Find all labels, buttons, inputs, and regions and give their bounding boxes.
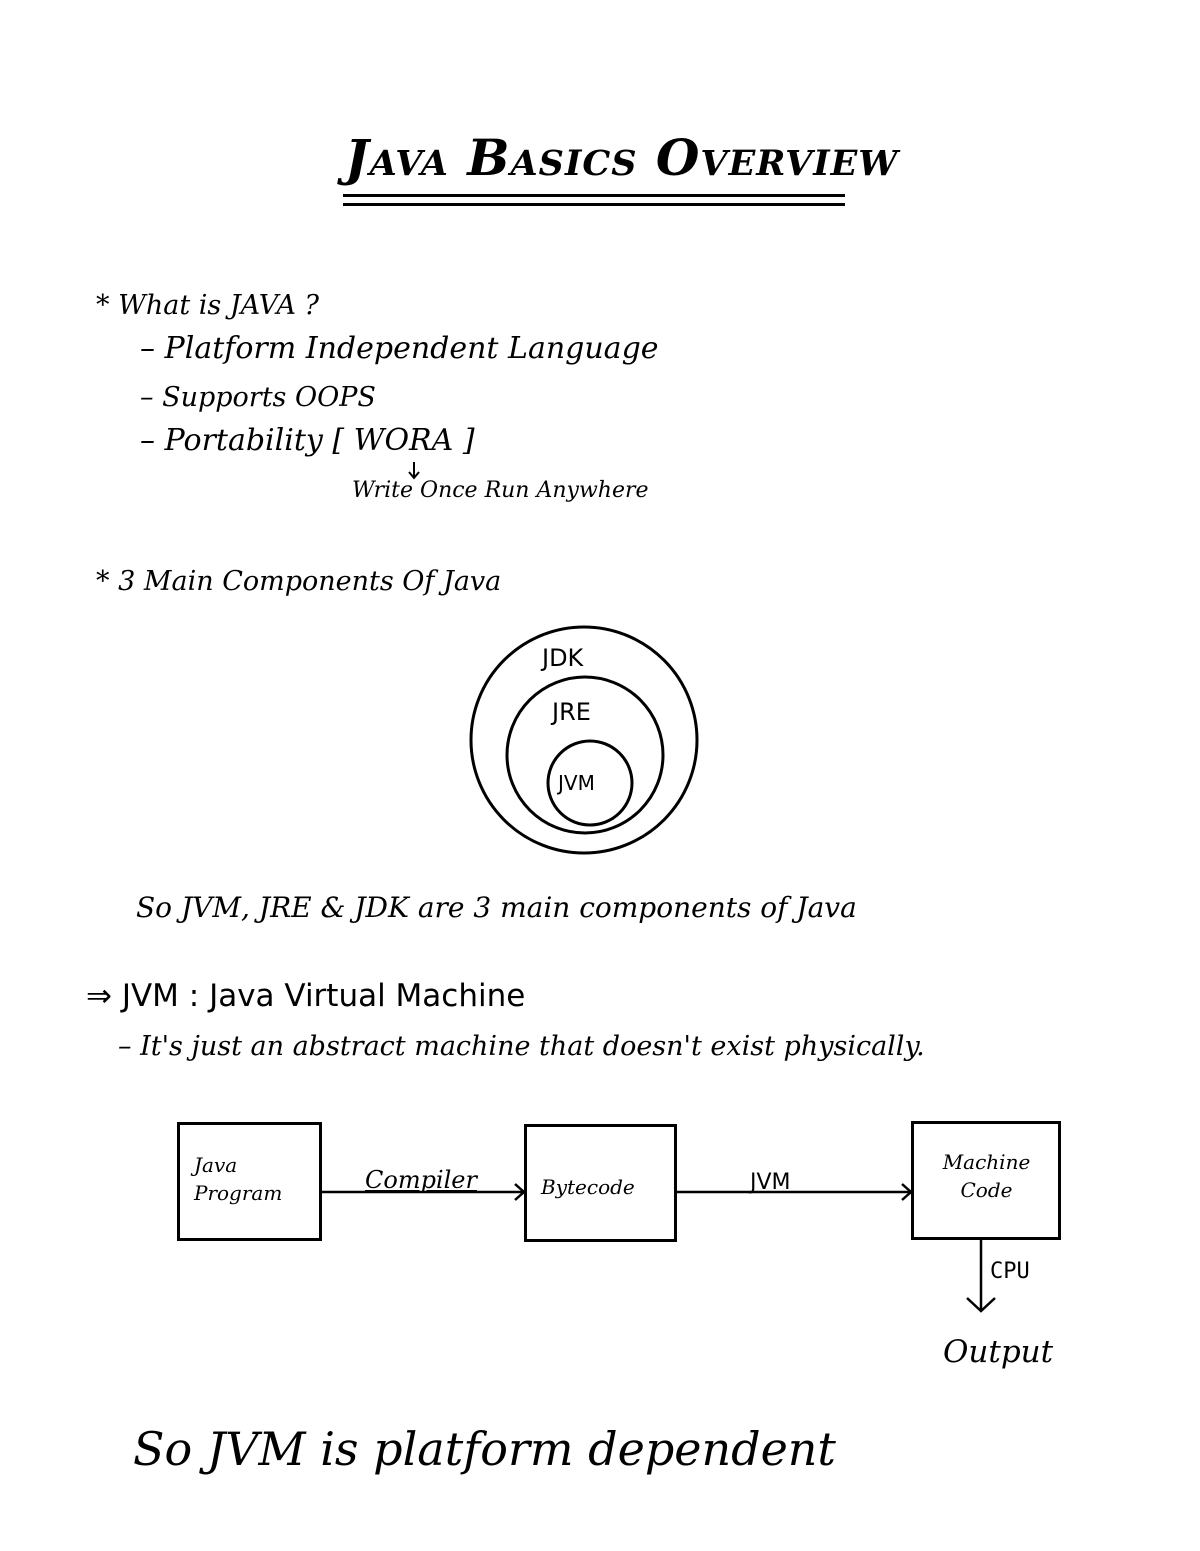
- java-program-line2: Program: [194, 1181, 283, 1205]
- jdk-label: JDK: [542, 644, 584, 672]
- machine-code-line1: Machine: [942, 1150, 1031, 1174]
- jre-label: JRE: [552, 698, 591, 726]
- bullet-supports-oops: – Supports OOPS: [140, 382, 376, 413]
- title-double-underline: [343, 194, 845, 206]
- components-summary: So JVM, JRE & JDK are 3 main components …: [136, 891, 857, 924]
- jvm-description: – It's just an abstract machine that doe…: [118, 1031, 925, 1062]
- page-title: Java Basics Overview: [345, 128, 899, 187]
- components-heading: * 3 Main Components Of Java: [96, 566, 502, 597]
- jvm-heading: ⇒ JVM : Java Virtual Machine: [86, 978, 526, 1014]
- compiler-label: Compiler: [365, 1166, 477, 1194]
- machine-code-box: Machine Code: [911, 1121, 1061, 1240]
- bytecode-box: Bytecode: [524, 1124, 677, 1242]
- bullet-portability: – Portability [ WORA ]: [140, 423, 475, 458]
- bytecode-label: Bytecode: [541, 1175, 635, 1199]
- java-program-box: Java Program: [177, 1122, 322, 1241]
- wora-expansion: Write Once Run Anywhere: [352, 478, 649, 503]
- machine-code-line2: Code: [960, 1178, 1013, 1202]
- conclusion-text: So JVM is platform dependent: [133, 1422, 836, 1476]
- output-label: Output: [943, 1334, 1054, 1370]
- bullet-platform-independent: – Platform Independent Language: [140, 331, 659, 366]
- jvm-label: JVM: [558, 771, 595, 795]
- java-program-line1: Java: [194, 1153, 238, 1177]
- what-is-java-heading: * What is JAVA ?: [96, 290, 320, 321]
- jdk-circle: [469, 625, 699, 855]
- cpu-label: CPU: [990, 1259, 1030, 1284]
- jvm-arrow-label: JVM: [750, 1170, 791, 1195]
